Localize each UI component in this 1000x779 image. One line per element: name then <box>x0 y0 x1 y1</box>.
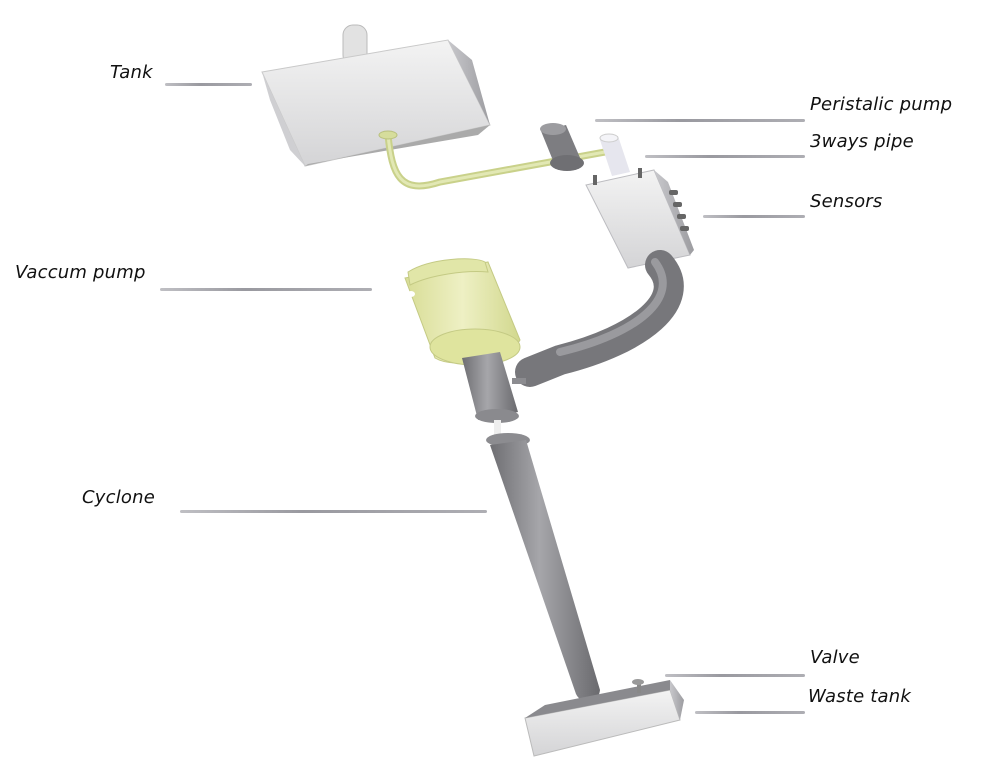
label-peristaltic-pump: Peristalic pump <box>810 94 953 115</box>
leader-three-ways-pipe <box>645 155 805 158</box>
leader-cyclone <box>180 510 487 513</box>
leader-valve <box>665 674 805 677</box>
three-ways-pipe <box>599 133 630 176</box>
waste-tank <box>524 680 684 757</box>
tank <box>261 24 491 167</box>
label-tank: Tank <box>110 62 153 83</box>
leader-waste-tank <box>695 711 805 714</box>
sensors <box>585 168 694 269</box>
label-valve: Valve <box>810 647 860 668</box>
peristaltic-pump <box>540 123 584 171</box>
leader-tank <box>165 83 252 86</box>
suction-hose <box>515 250 684 387</box>
leader-vacuum-pump <box>160 288 372 291</box>
valve <box>632 679 644 693</box>
label-three-ways-pipe: 3ways pipe <box>810 131 914 152</box>
cyclone <box>486 433 600 703</box>
label-sensors: Sensors <box>810 191 883 212</box>
connector <box>462 352 526 434</box>
leader-peristaltic-pump <box>595 119 805 122</box>
label-cyclone: Cyclone <box>82 487 156 508</box>
vacuum-pump <box>404 258 521 366</box>
label-waste-tank: Waste tank <box>808 686 911 707</box>
label-vacuum-pump: Vaccum pump <box>15 262 146 283</box>
leader-sensors <box>703 215 805 218</box>
